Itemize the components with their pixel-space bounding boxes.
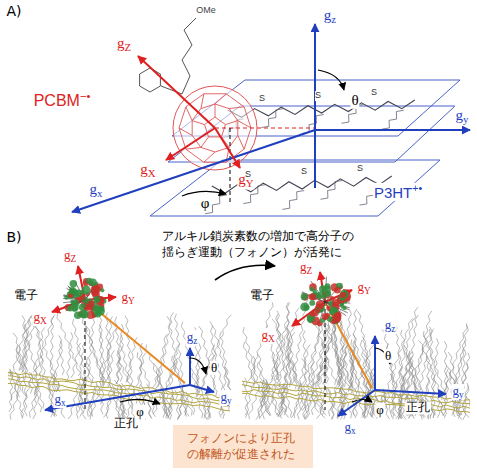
axis-label: gy bbox=[219, 390, 232, 406]
axis-label: gZ bbox=[63, 248, 77, 264]
axis-label: gX bbox=[260, 328, 275, 344]
lamella-planes bbox=[150, 80, 460, 216]
axis-label: gZ bbox=[299, 260, 313, 276]
axis-label: gZ bbox=[116, 35, 132, 54]
axis-label: gy bbox=[455, 107, 470, 126]
phenyl-ring bbox=[140, 68, 161, 92]
molecule-label: PCBM−• bbox=[33, 90, 92, 110]
axis-label: gz bbox=[384, 318, 397, 334]
carrier-label: 正孔 bbox=[113, 417, 139, 430]
axis-label: gY bbox=[120, 290, 135, 306]
angle-label: θ bbox=[384, 349, 392, 363]
axis-label: gx bbox=[89, 181, 104, 200]
axis-label: gx bbox=[53, 392, 66, 408]
md-snapshot bbox=[8, 299, 470, 420]
annotation: アルキル鎖炭素数の増加で高分子の揺らぎ運動（フォノン）が活発に bbox=[161, 228, 363, 260]
ester-chain bbox=[182, 18, 196, 94]
molecule-label: P3HT+• bbox=[373, 183, 423, 201]
axes-b bbox=[45, 265, 446, 416]
panel-label: B) bbox=[5, 230, 22, 245]
axes-a bbox=[72, 24, 470, 212]
atom-label: S bbox=[371, 88, 377, 98]
group-label: OMe bbox=[195, 6, 217, 16]
axis-label: gX bbox=[139, 161, 156, 180]
carrier-label: 電子 bbox=[249, 289, 275, 302]
axis-label: gX bbox=[32, 310, 47, 326]
angle-label: φ bbox=[375, 403, 385, 417]
carrier-label: 正孔 bbox=[405, 401, 431, 414]
electron-orbital bbox=[300, 277, 351, 327]
alkyl-chain bbox=[261, 109, 283, 128]
electron-density bbox=[63, 277, 351, 327]
atom-label: S bbox=[301, 167, 307, 177]
alkyl-chain bbox=[320, 180, 342, 199]
atom-label: S bbox=[259, 94, 265, 104]
alkyl-chain bbox=[282, 191, 304, 210]
axis-label: gx bbox=[343, 420, 356, 436]
carrier-label: 電子 bbox=[13, 289, 39, 302]
md-frame bbox=[242, 299, 470, 420]
conclusion-text: フォノンにより正孔の解離が促進された bbox=[187, 430, 299, 462]
axis-label: gy bbox=[451, 384, 464, 400]
panel-label: A) bbox=[5, 4, 22, 19]
atom-label: S bbox=[315, 91, 321, 101]
angle-label: θ bbox=[350, 92, 359, 109]
alkyl-chain bbox=[382, 110, 404, 129]
angle-label: φ bbox=[200, 195, 211, 212]
angle-label: θ bbox=[210, 361, 218, 375]
atom-label: S bbox=[245, 170, 251, 180]
atom-label: S bbox=[357, 164, 363, 174]
axis-label: gz bbox=[323, 7, 337, 26]
axis-label: gz bbox=[186, 330, 199, 346]
conclusion-box: フォノンにより正孔の解離が促進された bbox=[173, 425, 313, 468]
axis-label: gY bbox=[356, 280, 371, 296]
electron-orbital bbox=[63, 278, 106, 319]
